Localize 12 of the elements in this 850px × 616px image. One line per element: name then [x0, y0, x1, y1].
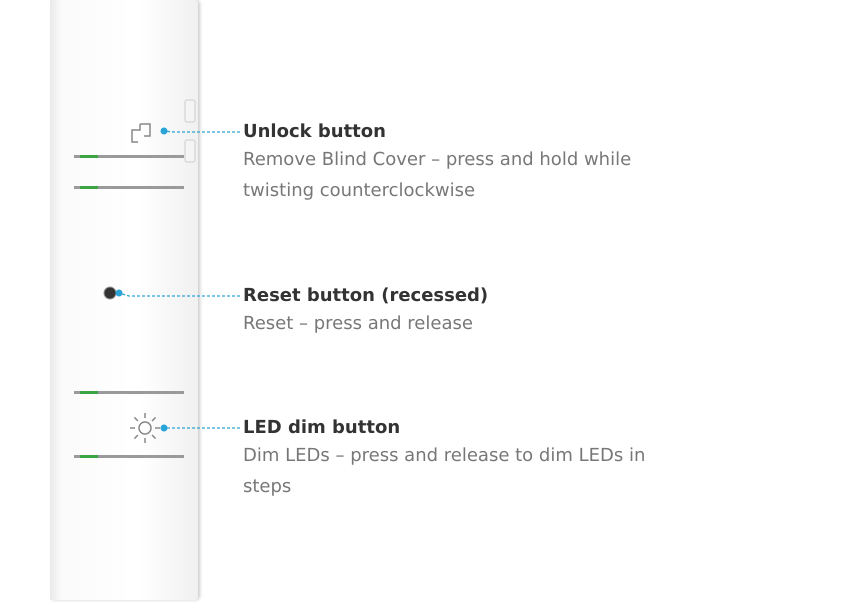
- callout-description: Remove Blind Cover – press and hold while twisting counterclockwise: [243, 148, 632, 203]
- led-dim-button: [128, 411, 162, 445]
- callout-heading: Unlock button: [243, 120, 387, 144]
- leader-line: [116, 290, 240, 297]
- callout-description: Dim LEDs – press and release to dim LEDs in steps: [243, 444, 646, 499]
- callout-heading: Reset button (recessed): [243, 284, 490, 308]
- callout-description: Reset – press and release: [243, 312, 474, 336]
- callout-heading: LED dim button: [243, 416, 402, 440]
- reset-hole: [103, 286, 117, 300]
- leader-line: [160, 128, 240, 134]
- leader-line: [160, 424, 240, 432]
- device-body: [50, 0, 198, 600]
